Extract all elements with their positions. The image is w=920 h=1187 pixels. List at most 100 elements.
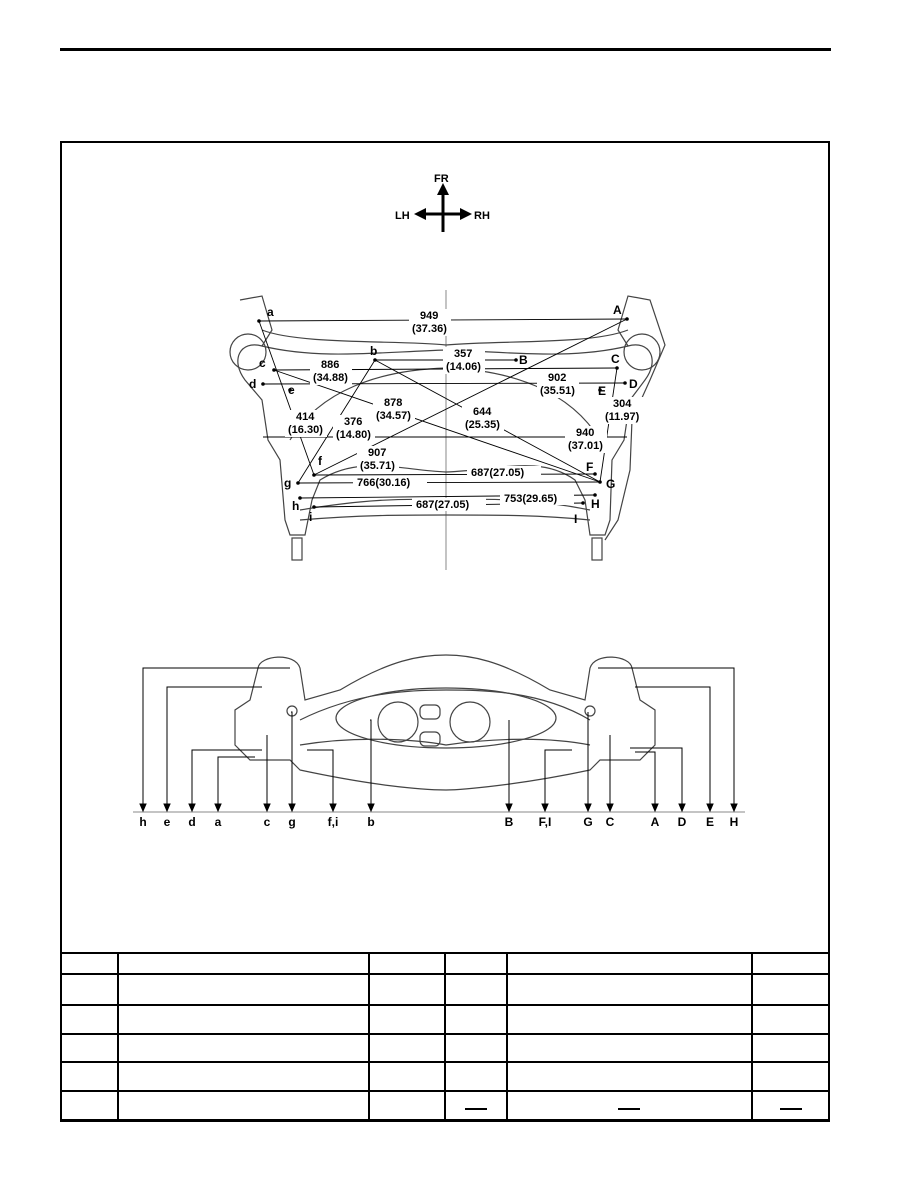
dimension-label: 687(27.05) [416, 499, 470, 511]
dimension-inch: (37.01) [568, 440, 603, 452]
dimension-mm: 414 [296, 411, 315, 423]
point-label-e: e [288, 383, 295, 397]
point-label-a: a [267, 305, 274, 319]
table-cell [505, 973, 754, 1006]
table-cell [116, 1033, 371, 1063]
table-cell [60, 1033, 119, 1063]
measure-point-C [615, 366, 619, 370]
table-cell [751, 1090, 830, 1121]
measure-point-D [623, 381, 627, 385]
dimension-inch: (37.36) [412, 323, 447, 335]
dimension-inch: (11.97) [605, 411, 640, 423]
table-row [60, 1004, 830, 1035]
dimension-mm: 886 [321, 359, 339, 371]
point-label-D: D [629, 377, 638, 391]
table-cell [751, 1033, 830, 1063]
leader-line-g [291, 711, 293, 810]
side-label-b: b [367, 815, 374, 829]
dimension-mm: 902 [548, 372, 566, 384]
dimension-inch: (35.71) [360, 460, 395, 472]
dimension-inch: (14.06) [446, 361, 481, 373]
measure-point-a [257, 319, 261, 323]
point-label-d: d [249, 377, 256, 391]
spec-table [60, 952, 830, 1121]
dimension-inch: (34.88) [313, 372, 348, 384]
leader-line-F,I [544, 749, 572, 810]
measure-point-B [514, 358, 518, 362]
table-row [60, 1061, 830, 1092]
measure-point-I [581, 501, 585, 505]
dimension-mm: 304 [613, 398, 632, 410]
subframe-side-view [234, 654, 656, 791]
point-label-i: i [309, 510, 312, 524]
table-cell [505, 1090, 754, 1121]
dimension-inch: (25.35) [465, 419, 500, 431]
dimension-inch: (16.30) [288, 424, 323, 436]
table-row [60, 973, 830, 1006]
measure-point-i [312, 505, 316, 509]
dimension-mm: 376 [344, 416, 362, 428]
table-cell [116, 1004, 371, 1035]
figure-frame [60, 141, 830, 1122]
measure-point-A [625, 317, 629, 321]
side-label-e: e [164, 815, 171, 829]
side-label-C: C [606, 815, 615, 829]
dimension-label: 687(27.05) [471, 467, 525, 479]
leader-line-b [370, 719, 372, 810]
dimension-labels: 949(37.36)357(14.06)886(34.88)902(35.51)… [285, 309, 644, 511]
dimension-line-C-G [599, 367, 618, 483]
side-label-f,i: f,i [328, 815, 339, 829]
right-label: RH [474, 210, 490, 222]
table-cell [116, 1090, 371, 1121]
measure-point-H [593, 493, 597, 497]
dimension-inch: (34.57) [376, 410, 411, 422]
side-label-E: E [706, 815, 714, 829]
point-label-h: h [292, 499, 299, 513]
header-rule [60, 48, 831, 51]
frame-dimension-diagram: FR LH RH 949(37.36)357(14.06)886(34.88)9… [133, 173, 745, 829]
side-label-H: H [730, 815, 739, 829]
dimension-mm: 878 [384, 397, 402, 409]
leader-line-f,i [307, 749, 334, 810]
point-label-C: C [611, 352, 620, 366]
side-label-g: g [288, 815, 295, 829]
point-label-b: b [370, 344, 377, 358]
point-label-A: A [613, 303, 622, 317]
point-label-E: E [598, 384, 606, 398]
table-cell [505, 1033, 754, 1063]
leader-line-A [635, 751, 656, 810]
table-cell [443, 1090, 508, 1121]
side-label-c: c [264, 815, 271, 829]
table-cell [505, 952, 754, 975]
point-label-c: c [259, 356, 266, 370]
table-cell [60, 952, 119, 975]
table-cell [368, 973, 446, 1006]
dimension-mm: 357 [454, 348, 472, 360]
side-label-d: d [188, 815, 195, 829]
table-cell [443, 973, 508, 1006]
side-label-F,I: F,I [539, 815, 552, 829]
point-label-f: f [318, 454, 323, 468]
leader-line-e [166, 686, 262, 810]
measure-point-f [312, 473, 316, 477]
table-row [60, 952, 830, 975]
table-row [60, 1033, 830, 1063]
table-cell [368, 1090, 446, 1121]
dash-mark [464, 1107, 487, 1110]
measure-point-b [373, 358, 377, 362]
point-label-G: G [606, 477, 615, 491]
leader-line-h [142, 667, 290, 810]
dimension-label: 753(29.65) [504, 493, 558, 505]
dimension-line-c-G [273, 369, 601, 483]
table-cell [505, 1061, 754, 1092]
table-cell [116, 1061, 371, 1092]
leader-line-D [630, 747, 683, 810]
table-cell [443, 952, 508, 975]
table-cell [368, 1061, 446, 1092]
side-label-h: h [139, 815, 146, 829]
table-cell [368, 1004, 446, 1035]
leader-line-a [217, 756, 255, 810]
measure-point-c [272, 368, 276, 372]
